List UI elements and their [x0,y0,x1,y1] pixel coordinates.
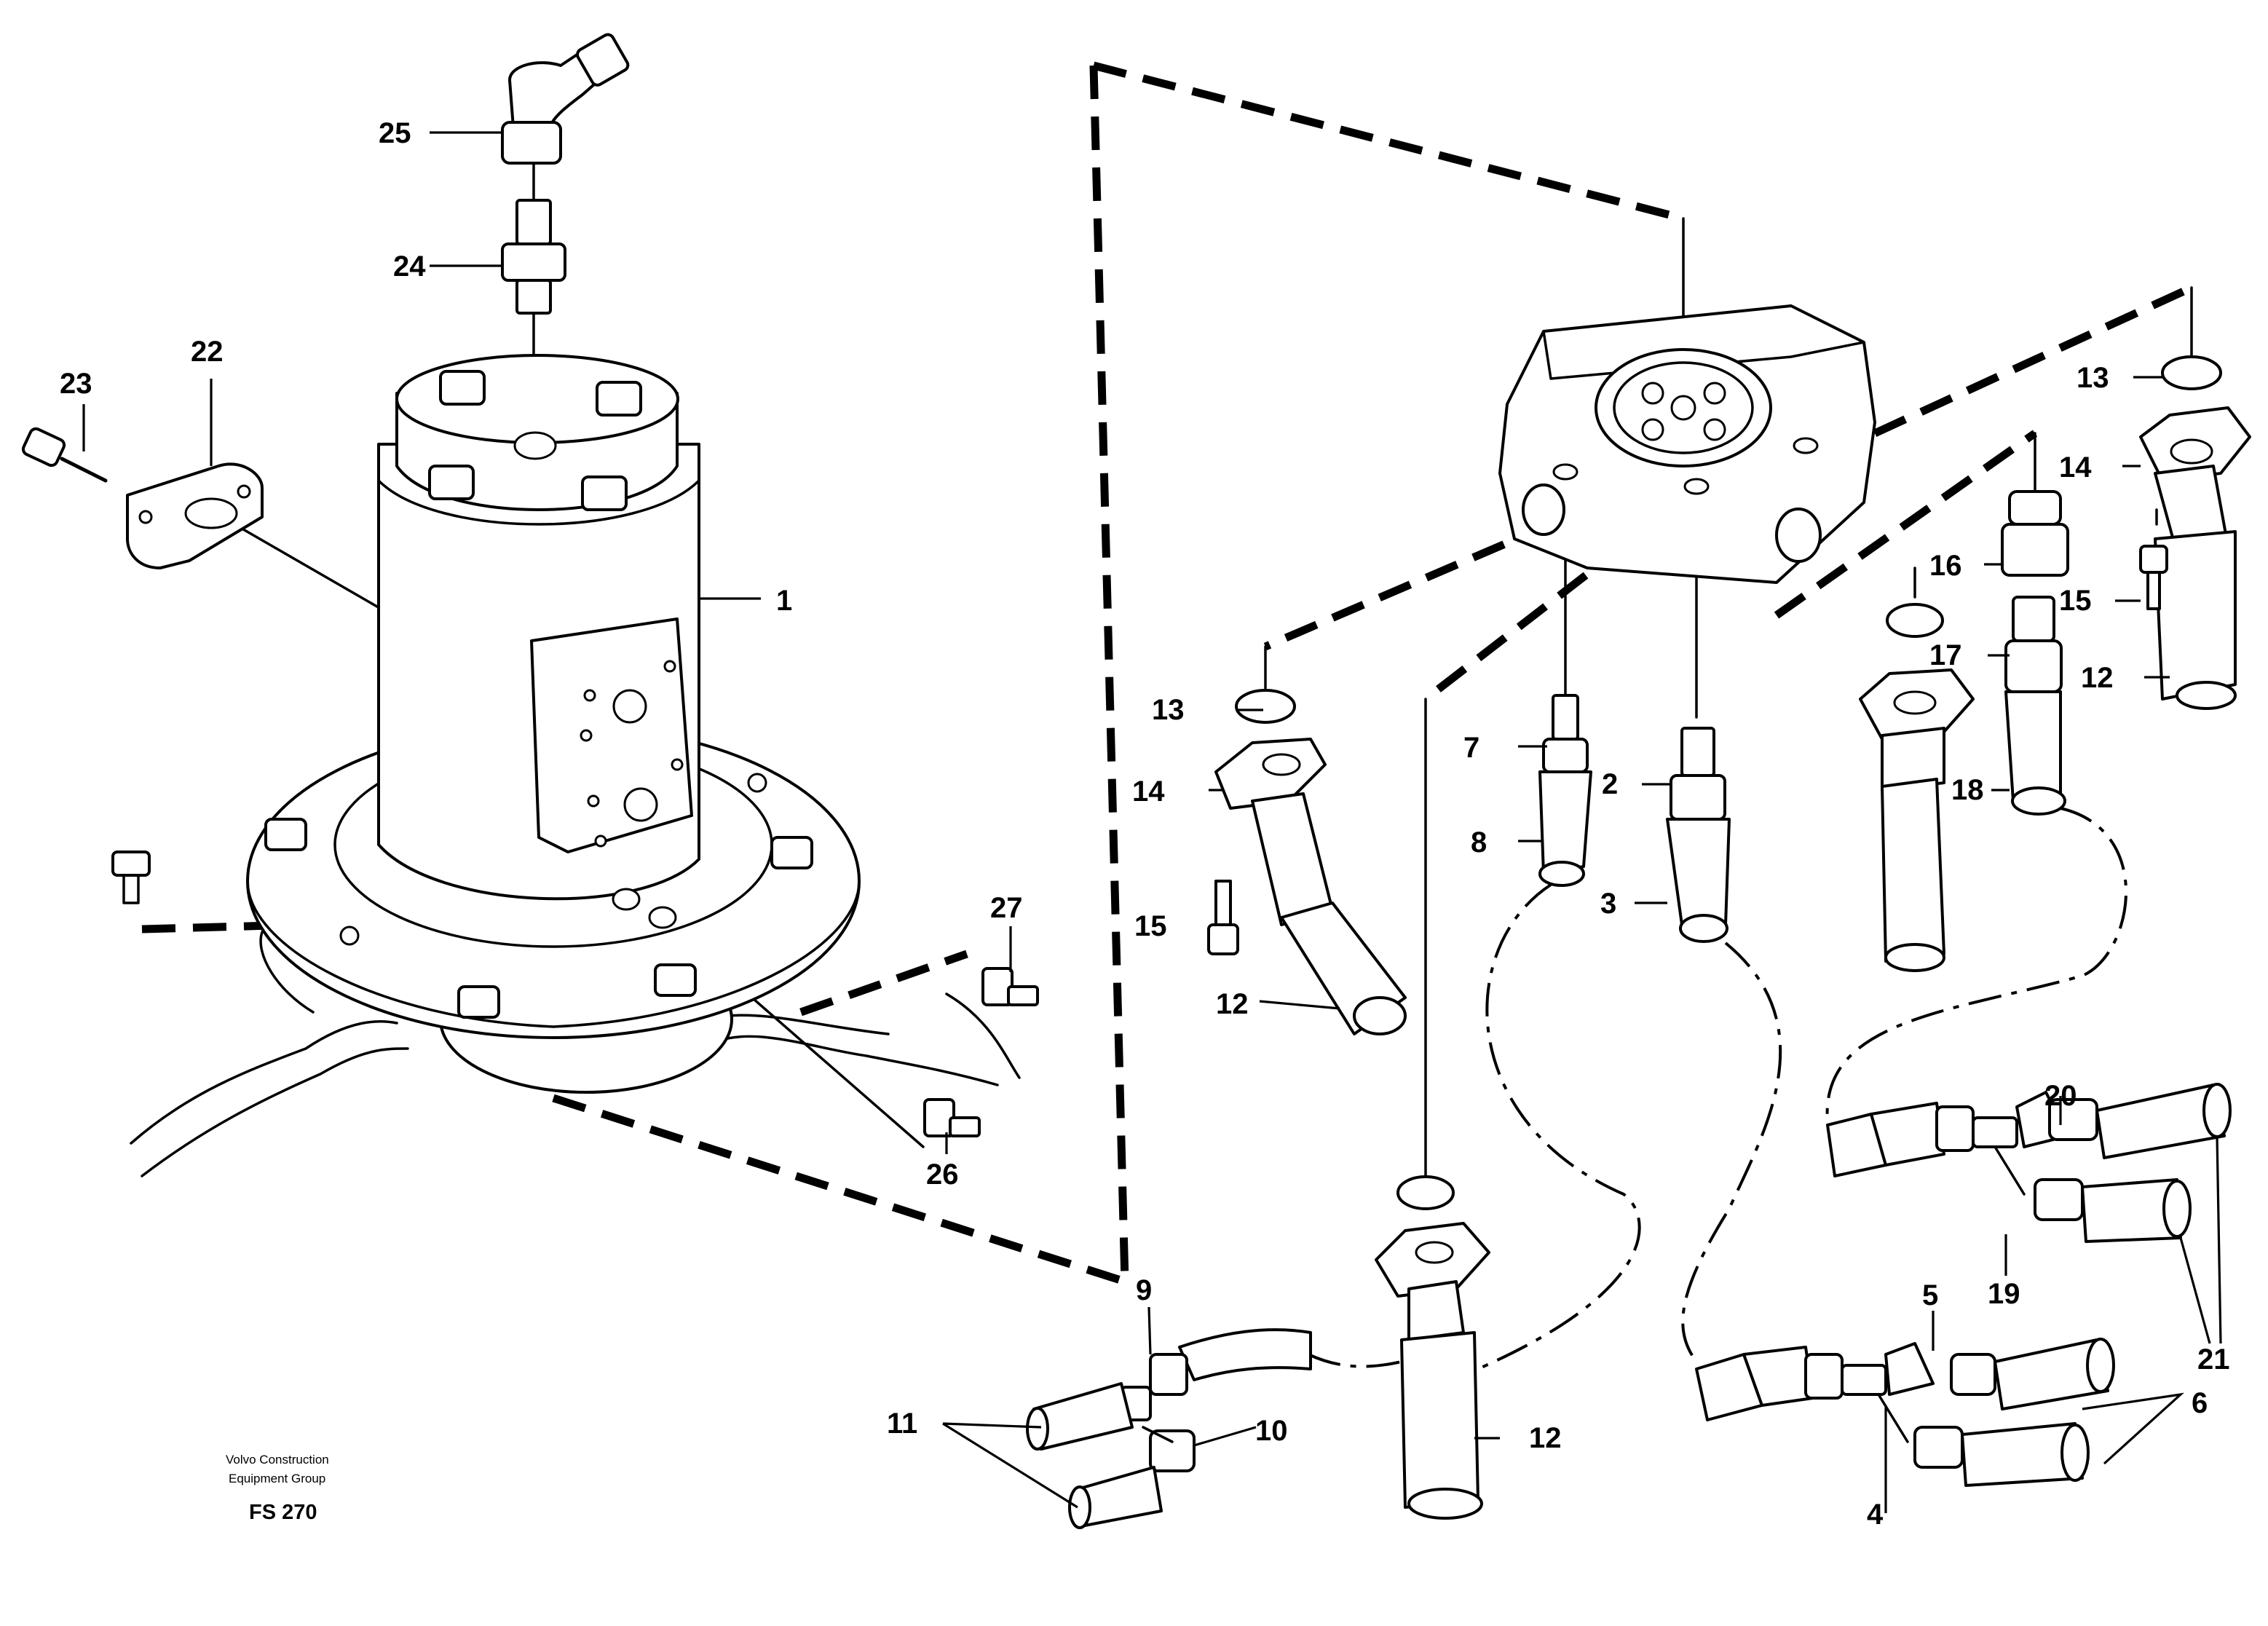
fitting-27 [981,967,1039,1006]
callout-12-left: 12 [1216,988,1249,1020]
callout-4: 4 [1867,1499,1884,1531]
callout-21: 21 [2197,1343,2230,1376]
callout-3: 3 [1600,888,1616,920]
tee-assembly-9-10-11 [1026,1328,1312,1529]
callout-14-right: 14 [2059,451,2092,484]
adapter-stack-16-17-18 [2001,490,2069,816]
callout-12-right: 12 [2081,662,2114,694]
tee-assembly-19-20-21 [1826,1083,2232,1243]
company-line-2: Equipment Group [229,1472,325,1485]
callout-15-right: 15 [2059,585,2092,617]
callout-15-left: 15 [1134,910,1167,942]
callout-6: 6 [2192,1387,2208,1419]
callout-7: 7 [1463,732,1479,764]
tee-assembly-4-5-6 [1695,1338,2115,1487]
manifold-block [1498,304,1876,584]
callout-10: 10 [1255,1415,1288,1447]
callout-27: 27 [990,892,1023,924]
drain-plug [111,851,151,904]
hose-adapter-7-8 [1538,694,1592,887]
callout-20: 20 [2044,1080,2077,1112]
hose-routing-lines [1308,807,2127,1370]
callout-2: 2 [1602,768,1618,800]
left-flange-hose-assembly [1207,689,1407,1035]
callout-13-right: 13 [2077,362,2109,394]
callout-9: 9 [1136,1274,1152,1306]
callout-5: 5 [1922,1279,1938,1311]
port-plate-holes [580,660,684,848]
figure-code: FS 270 [249,1501,317,1524]
center-flange-hose-assembly [1375,1175,1490,1520]
hose-adapter-2-3 [1666,727,1731,943]
callout-24: 24 [393,250,426,283]
cap-bolts [428,370,642,511]
figure-credit: Volvo Construction Equipment Group FS 27… [226,1453,329,1524]
flange-bolts [264,773,813,1019]
callout-14-left: 14 [1132,775,1165,808]
callout-18: 18 [1951,774,1984,806]
right-flange-hose-assembly [2139,355,2251,710]
callout-25: 25 [379,117,411,149]
callout-26: 26 [926,1159,959,1191]
split-flange-22 [126,462,264,569]
callout-17: 17 [1929,639,1962,671]
elbow-fitting-25 [501,33,630,165]
nipple-24 [501,199,566,315]
callout-12-bottom: 12 [1529,1422,1562,1454]
callout-leaders [82,131,2222,1513]
callout-11: 11 [887,1408,917,1440]
fitting-26 [923,1098,981,1137]
callout-1: 1 [776,585,792,617]
callout-22: 22 [191,336,224,368]
mid-right-flange-hose [1859,603,1975,972]
callout-23: 23 [60,368,92,400]
swivel-body [111,354,1021,1177]
company-line-1: Volvo Construction [226,1453,329,1467]
callout-16: 16 [1929,550,1962,582]
bolt-23 [21,427,108,483]
callout-13-left: 13 [1152,694,1185,726]
callout-19: 19 [1988,1278,2020,1310]
callout-labels: 1 2 3 4 5 6 7 8 9 10 11 12 12 12 13 13 1… [60,117,2230,1531]
callout-8: 8 [1471,826,1487,859]
